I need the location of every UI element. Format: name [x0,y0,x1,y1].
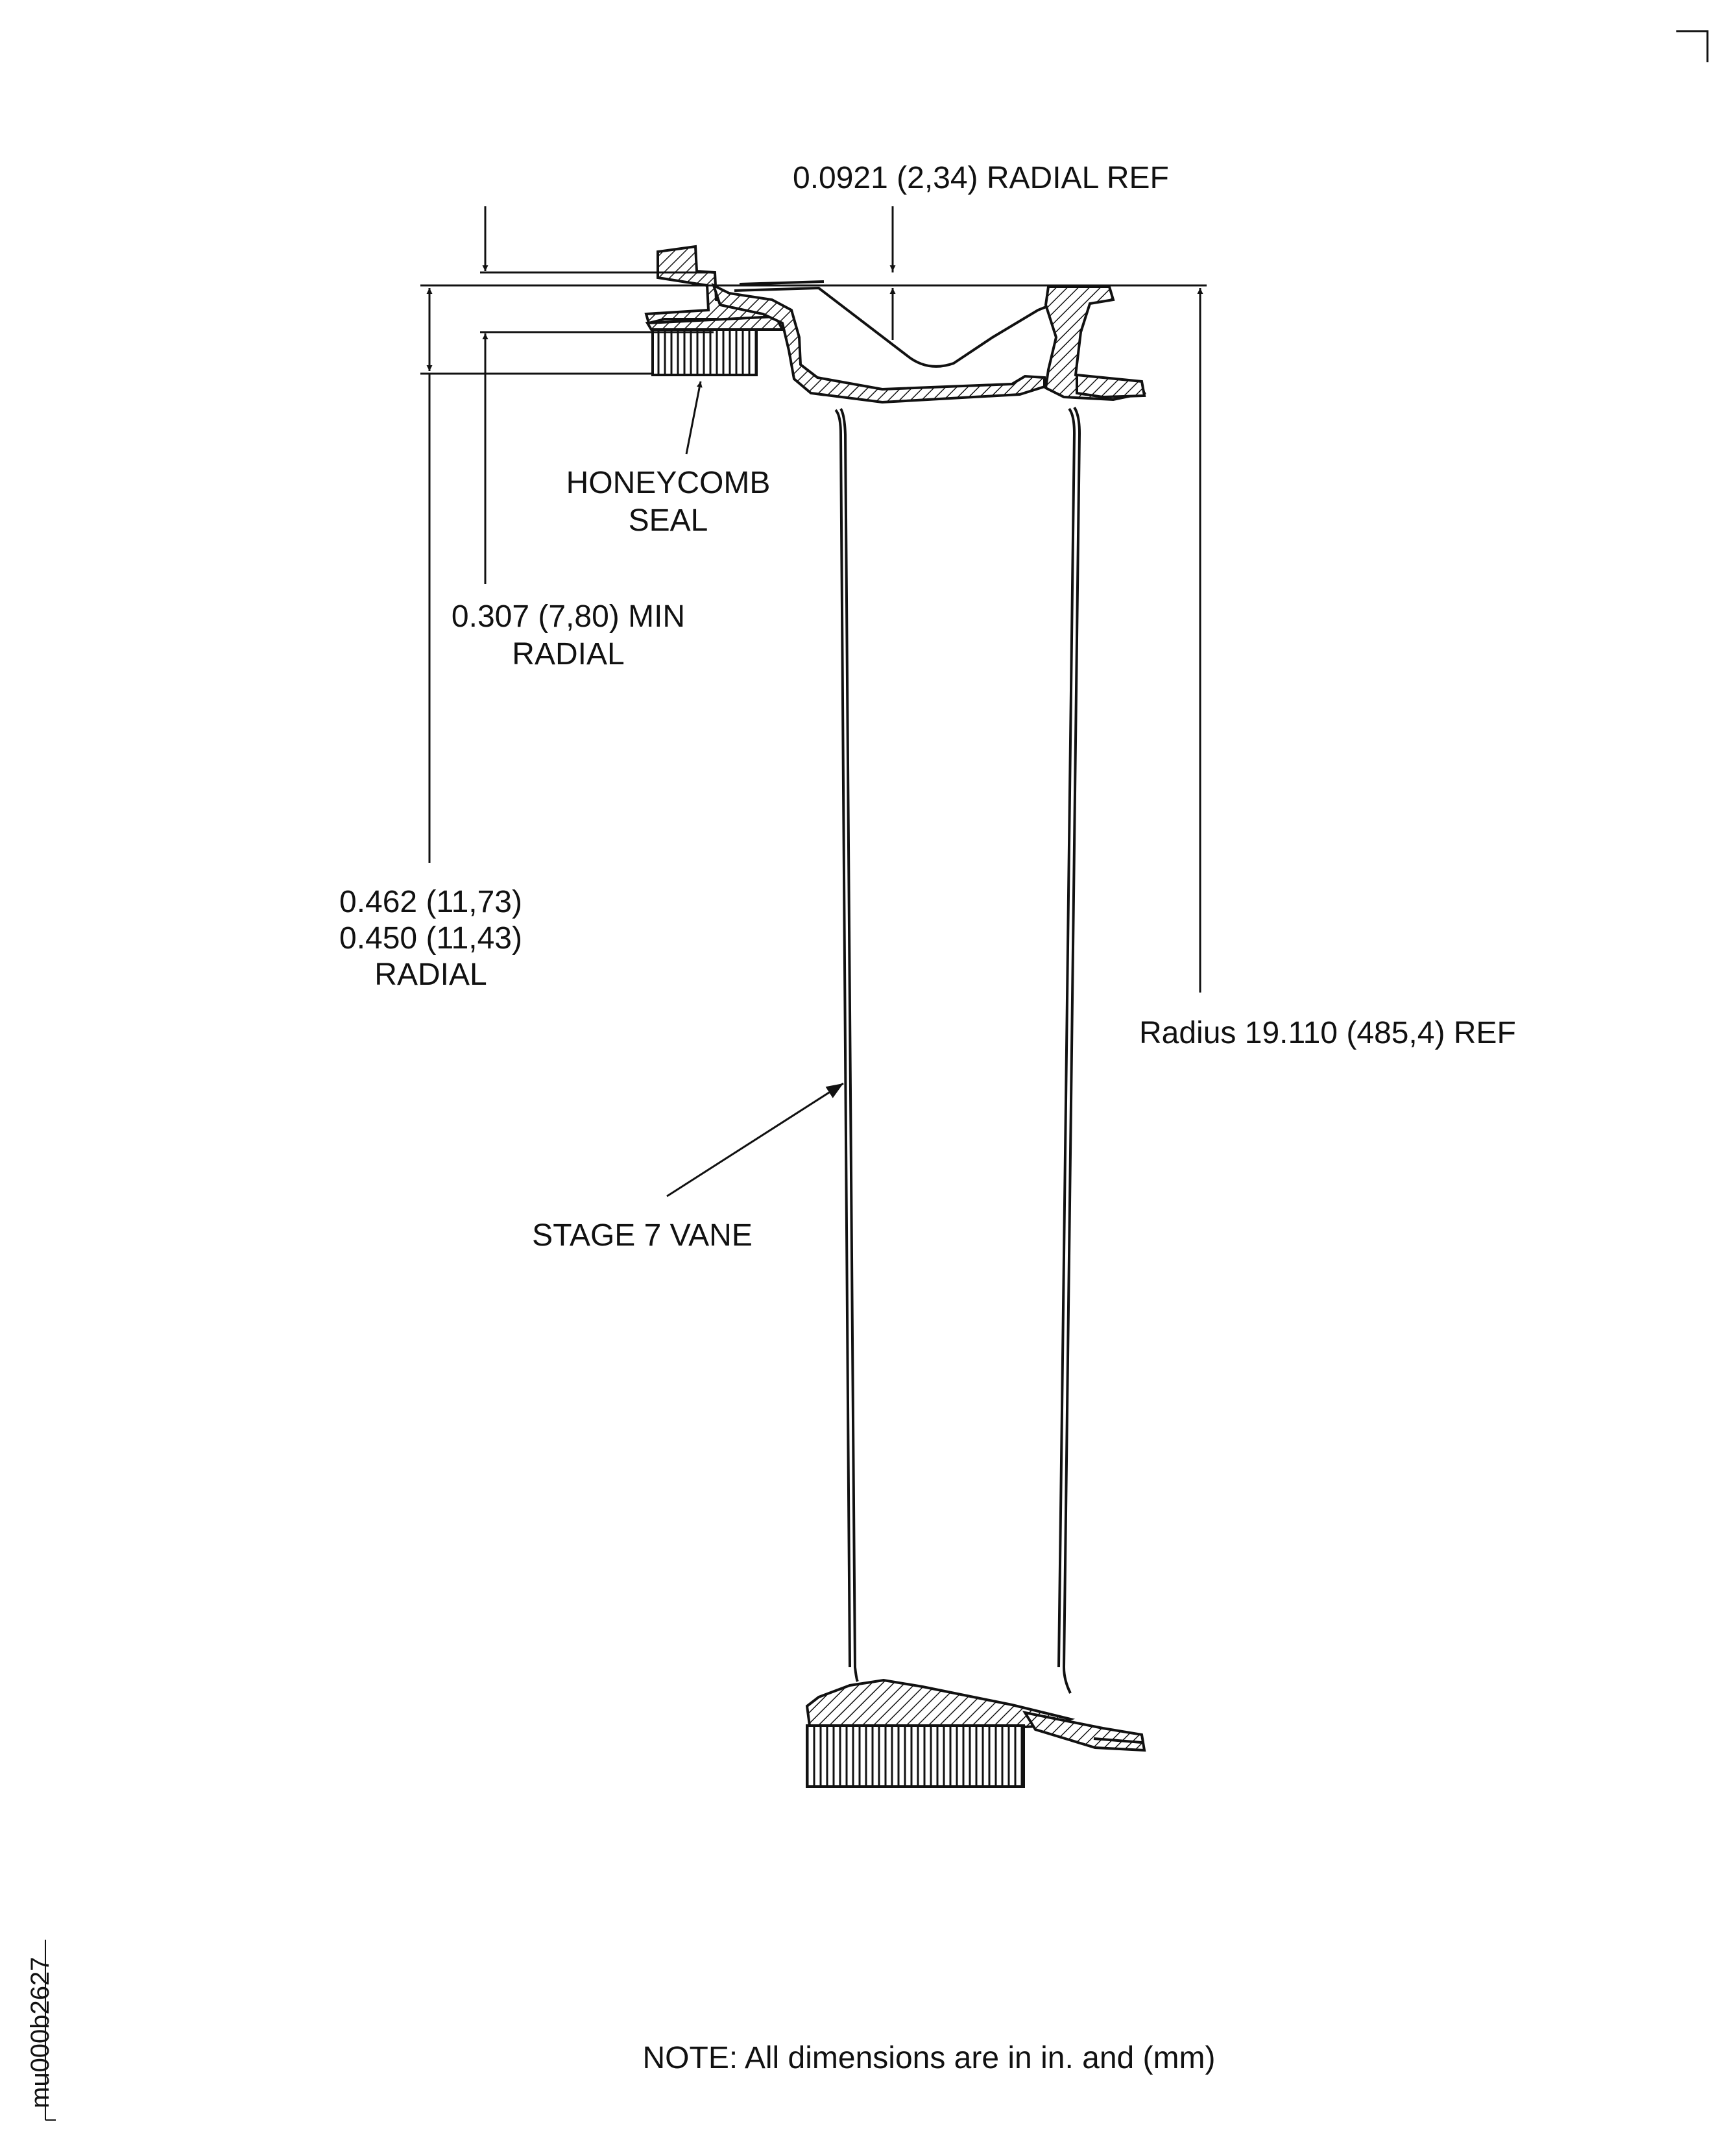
label-range-radial-1: 0.462 (11,73) [339,885,522,919]
label-min-radial-1: 0.307 (7,80) MIN [452,599,685,634]
labels: 0.0921 (2,34) RADIAL REF HONEYCOMB SEAL … [339,161,1516,2075]
label-radial-ref-top: 0.0921 (2,34) RADIAL REF [793,161,1169,195]
label-range-radial-3: RADIAL [374,958,487,992]
honeycomb-seal-bottom [806,1724,1025,1788]
label-honeycomb-seal-1: HONEYCOMB [566,466,771,500]
label-radius-ref: Radius 19.110 (485,4) REF [1139,1016,1516,1050]
label-honeycomb-seal-2: SEAL [629,503,708,538]
label-note: NOTE: All dimensions are in in. and (mm) [643,2041,1216,2075]
label-range-radial-2: 0.450 (11,43) [339,921,522,956]
label-stage-vane: STAGE 7 VANE [532,1218,753,1253]
honeycomb-seal-top [651,328,758,376]
dimension-lines [420,206,1207,1198]
outer-shroud [644,245,1146,404]
stage-7-vane [834,406,1081,1694]
figure-id: mu000b2627 [26,1957,54,2108]
label-min-radial-2: RADIAL [512,637,624,671]
inner-shroud [805,1678,1146,1788]
corner-mark [1676,30,1709,62]
